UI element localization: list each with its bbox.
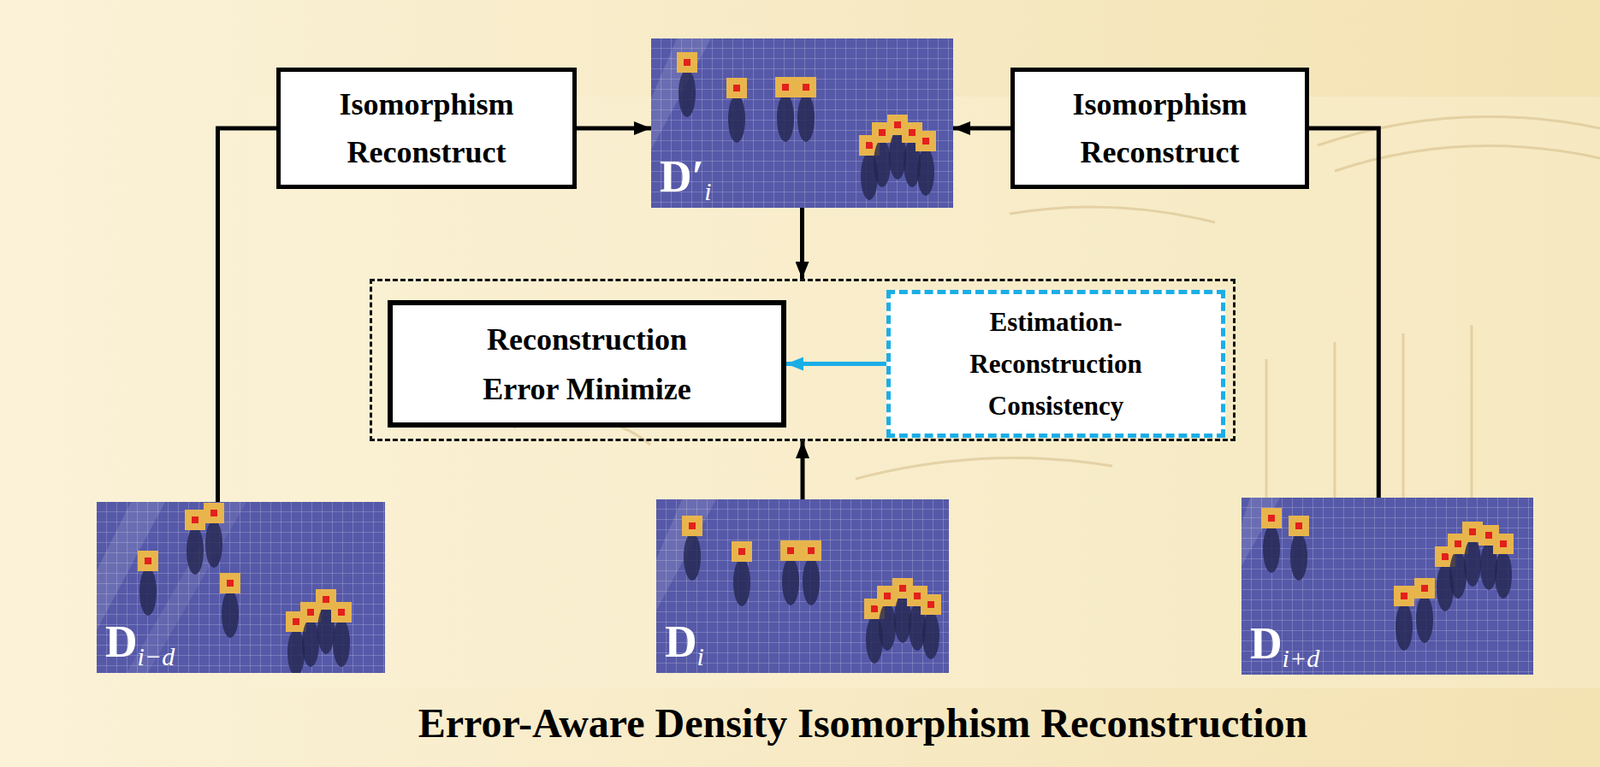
image-label-subscript: i [697, 642, 705, 671]
box-label: Isomorphism Reconstruct [298, 80, 556, 177]
constraint-box: Estimation-Reconstruction Consistency [886, 290, 1226, 439]
image-label: Di+d [1250, 618, 1320, 674]
image-label-symbol: D [664, 617, 698, 667]
density-map-image: D′i [651, 38, 954, 208]
image-label: Di [664, 616, 705, 672]
image-label: D′i [659, 151, 712, 207]
image-label-subscript: i+d [1282, 644, 1321, 673]
density-map-image: Di−d [96, 502, 386, 674]
connector-line [218, 128, 278, 503]
process-box: Isomorphism Reconstruct [276, 67, 577, 190]
connector-arrow [786, 361, 887, 367]
box-label: Reconstruction Error Minimize [445, 314, 729, 415]
density-map-image: Di [656, 499, 949, 674]
image-label: Di−d [105, 616, 175, 672]
image-label-symbol: D′ [659, 152, 705, 202]
connector-arrow [576, 126, 652, 131]
connector-arrow [800, 441, 806, 500]
connector-arrow [953, 126, 1011, 131]
connector-arrow [800, 207, 805, 279]
box-label: Estimation-Reconstruction Consistency [940, 301, 1172, 427]
connector-line [1309, 128, 1379, 498]
dashed-group-box: Reconstruction Error Minimize Estimation-… [369, 278, 1236, 442]
diagram-title: Error-Aware Density Isomorphism Reconstr… [266, 699, 1459, 747]
image-label-subscript: i−d [137, 642, 176, 671]
image-label-symbol: D [105, 617, 138, 667]
box-label: Isomorphism Reconstruct [1031, 80, 1289, 177]
image-label-symbol: D [1250, 619, 1283, 669]
process-box: Reconstruction Error Minimize [387, 300, 787, 428]
process-box: Isomorphism Reconstruct [1010, 67, 1310, 190]
image-label-subscript: i [704, 177, 712, 206]
density-map-image: Di+d [1241, 497, 1534, 676]
